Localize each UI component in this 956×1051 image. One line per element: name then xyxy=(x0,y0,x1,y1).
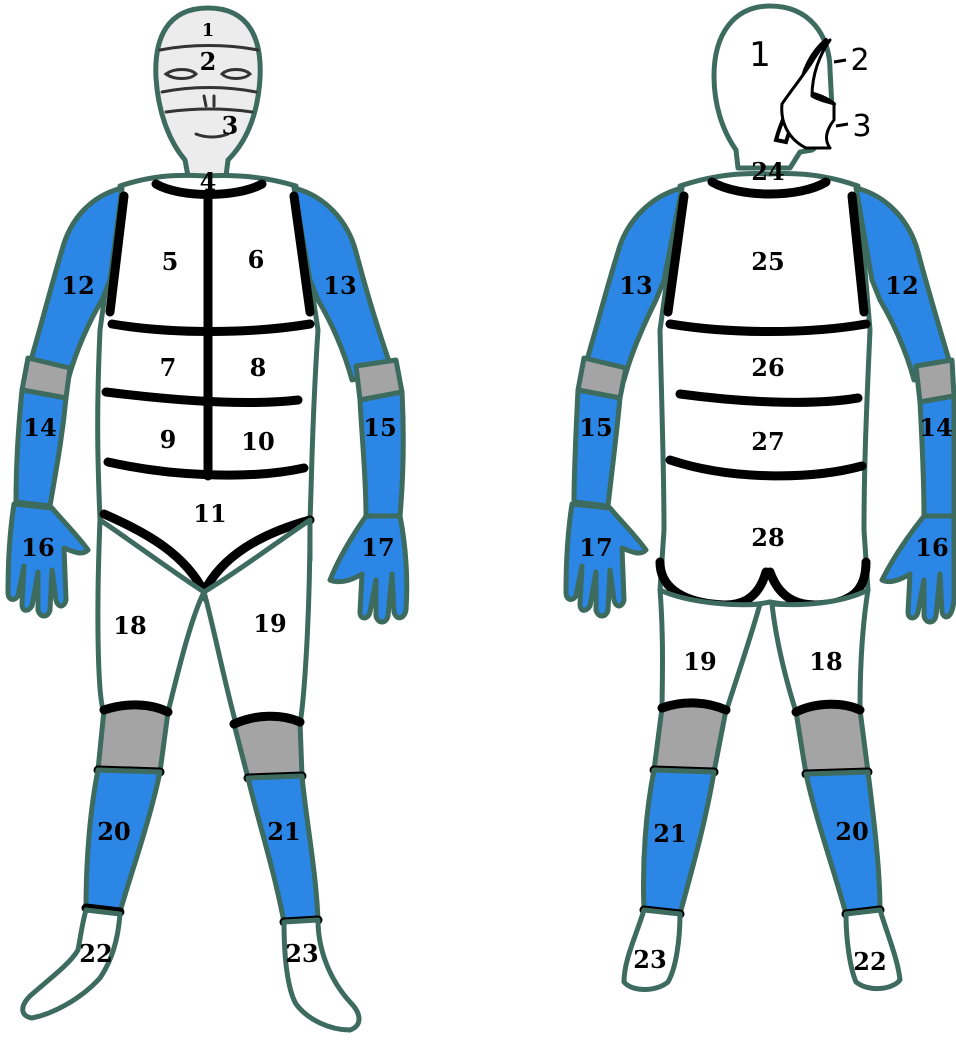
back-label-21: 21 xyxy=(653,819,686,848)
back-label-17: 17 xyxy=(579,533,612,562)
front-label-19: 19 xyxy=(253,609,286,638)
back-hand-right xyxy=(882,516,954,622)
front-label-13: 13 xyxy=(323,271,356,300)
front-label-18: 18 xyxy=(113,611,146,640)
back-label-1: 1 xyxy=(749,35,771,75)
front-label-1: 1 xyxy=(202,20,215,41)
front-label-10: 10 xyxy=(241,427,274,456)
back-label-3: 3 xyxy=(852,109,871,144)
back-label-24: 24 xyxy=(751,157,784,186)
back-label-22: 22 xyxy=(853,947,886,976)
front-label-7: 7 xyxy=(160,353,177,382)
front-label-3: 3 xyxy=(222,111,239,140)
front-hand-right xyxy=(330,516,407,622)
front-knee-right xyxy=(234,716,302,778)
front-label-16: 16 xyxy=(21,533,54,562)
back-figure xyxy=(566,6,954,990)
back-label-2: 2 xyxy=(850,43,869,78)
back-label-12: 12 xyxy=(885,271,918,300)
front-label-21: 21 xyxy=(267,817,300,846)
front-label-4: 4 xyxy=(200,167,217,196)
back-label-19: 19 xyxy=(683,647,716,676)
back-knee-left xyxy=(654,703,726,772)
back-label-16: 16 xyxy=(915,533,948,562)
back-label-14: 14 xyxy=(919,413,952,442)
front-label-5: 5 xyxy=(162,247,179,276)
front-label-8: 8 xyxy=(250,353,267,382)
front-label-6: 6 xyxy=(248,245,265,274)
front-label-9: 9 xyxy=(160,425,177,454)
front-forearm-right xyxy=(360,392,403,516)
back-label-28: 28 xyxy=(751,523,784,552)
front-label-11: 11 xyxy=(193,499,226,528)
front-label-17: 17 xyxy=(361,533,394,562)
front-label-22: 22 xyxy=(79,939,112,968)
back-label-23: 23 xyxy=(633,945,666,974)
front-label-20: 20 xyxy=(97,817,130,846)
back-label-18: 18 xyxy=(809,647,842,676)
front-label-23: 23 xyxy=(285,939,318,968)
back-forearm-left xyxy=(574,390,620,506)
back-knee-right xyxy=(796,704,868,774)
back-label-3-dash xyxy=(836,124,848,126)
front-label-12: 12 xyxy=(61,271,94,300)
back-label-15: 15 xyxy=(579,413,612,442)
front-forearm-left xyxy=(16,390,66,506)
back-label-2-dash xyxy=(834,60,846,62)
front-label-2: 2 xyxy=(200,47,217,76)
back-label-13: 13 xyxy=(619,271,652,300)
back-label-25: 25 xyxy=(751,247,784,276)
back-label-20: 20 xyxy=(835,817,868,846)
back-label-27: 27 xyxy=(751,427,784,456)
front-shin-right xyxy=(248,776,318,922)
front-label-15: 15 xyxy=(363,413,396,442)
front-knee-left xyxy=(98,705,168,772)
front-label-14: 14 xyxy=(23,413,56,442)
front-foot-right xyxy=(284,920,359,1030)
back-label-26: 26 xyxy=(751,353,784,382)
